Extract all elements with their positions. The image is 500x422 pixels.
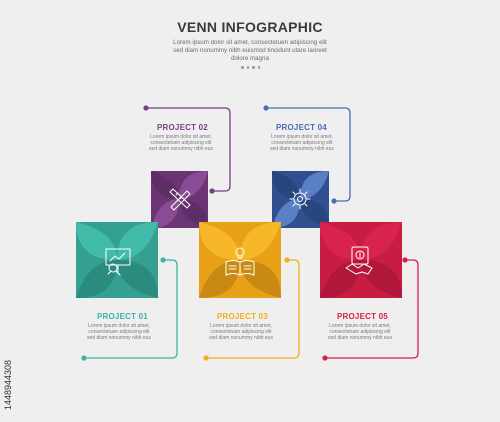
presentation-board-icon <box>105 248 131 276</box>
connector-05 <box>325 259 419 359</box>
project-02-title: PROJECT 02 <box>157 123 208 132</box>
page-subtitle: Lorem ipsum dolor sit amet, consectetuen… <box>173 39 327 63</box>
flower-project-05 <box>320 222 402 298</box>
project-01-title: PROJECT 01 <box>97 312 148 321</box>
connector-03 <box>206 259 300 359</box>
project-04-title: PROJECT 04 <box>276 123 327 132</box>
handshake-dollar-icon <box>345 246 373 275</box>
book-lightbulb-icon <box>225 247 255 276</box>
stock-id-watermark: 1448944308 <box>3 359 13 410</box>
pagination-dots <box>241 66 260 69</box>
flower-project-02 <box>151 171 208 228</box>
target-gear-icon <box>289 188 311 210</box>
project-05-title: PROJECT 05 <box>337 312 388 321</box>
connector-01 <box>84 259 178 359</box>
connector-04 <box>266 107 351 202</box>
page-title: VENN INFOGRAPHIC <box>177 19 323 35</box>
project-04-desc: Lorem ipsum dolor sit amet, consectetuen… <box>270 134 334 153</box>
project-05-desc: Lorem ipsum dolor sit amet, consectetuen… <box>328 323 392 342</box>
project-03-title: PROJECT 03 <box>217 312 268 321</box>
ruler-pencil-icon <box>169 188 191 211</box>
flower-project-03 <box>199 222 281 298</box>
project-03-desc: Lorem ipsum dolor sit amet, consectetuen… <box>209 323 273 342</box>
connector-02 <box>146 107 231 192</box>
project-02-desc: Lorem ipsum dolor sit amet, consectetuen… <box>149 134 213 153</box>
project-01-desc: Lorem ipsum dolor sit amet, consectetuen… <box>87 323 151 342</box>
flower-project-04 <box>272 171 329 228</box>
flower-project-01 <box>76 222 158 298</box>
